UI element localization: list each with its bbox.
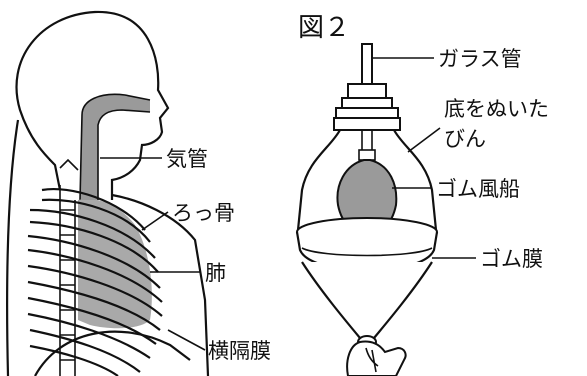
label-glass-tube: ガラス管 (438, 47, 522, 71)
label-diaphragm: 横隔膜 (208, 339, 271, 363)
label-balloon: ゴム風船 (436, 177, 520, 201)
label-membrane: ゴム膜 (480, 247, 543, 271)
figure-title: 図２ (298, 13, 350, 43)
back-outline (6, 119, 20, 376)
spine (59, 185, 76, 376)
human-torso-figure (6, 10, 210, 376)
left-leader-lines (100, 157, 206, 351)
right-leader-lines (372, 57, 476, 259)
bottle-body (296, 129, 438, 231)
diaphragm-curve (34, 330, 191, 376)
bottle-neck-thread-1 (335, 107, 399, 119)
label-trachea: 気管 (166, 147, 208, 171)
glass-tube (361, 43, 373, 85)
rib-cage (27, 188, 163, 376)
label-bottle-line1: 底をぬいた (444, 97, 549, 121)
bell-jar-model (295, 43, 439, 376)
label-lung: 肺 (205, 261, 226, 285)
vertebrae (60, 209, 75, 361)
hand (346, 340, 407, 376)
membrane-cone (301, 261, 433, 340)
head-body-outline (15, 10, 170, 200)
inner-tube (361, 130, 373, 150)
label-ribs: ろっ骨 (172, 201, 235, 225)
bottle-neck-thread-2 (333, 117, 401, 131)
stopper-middle (341, 97, 393, 109)
label-bottle-line2: びん (444, 127, 486, 151)
stopper-top (347, 83, 387, 99)
